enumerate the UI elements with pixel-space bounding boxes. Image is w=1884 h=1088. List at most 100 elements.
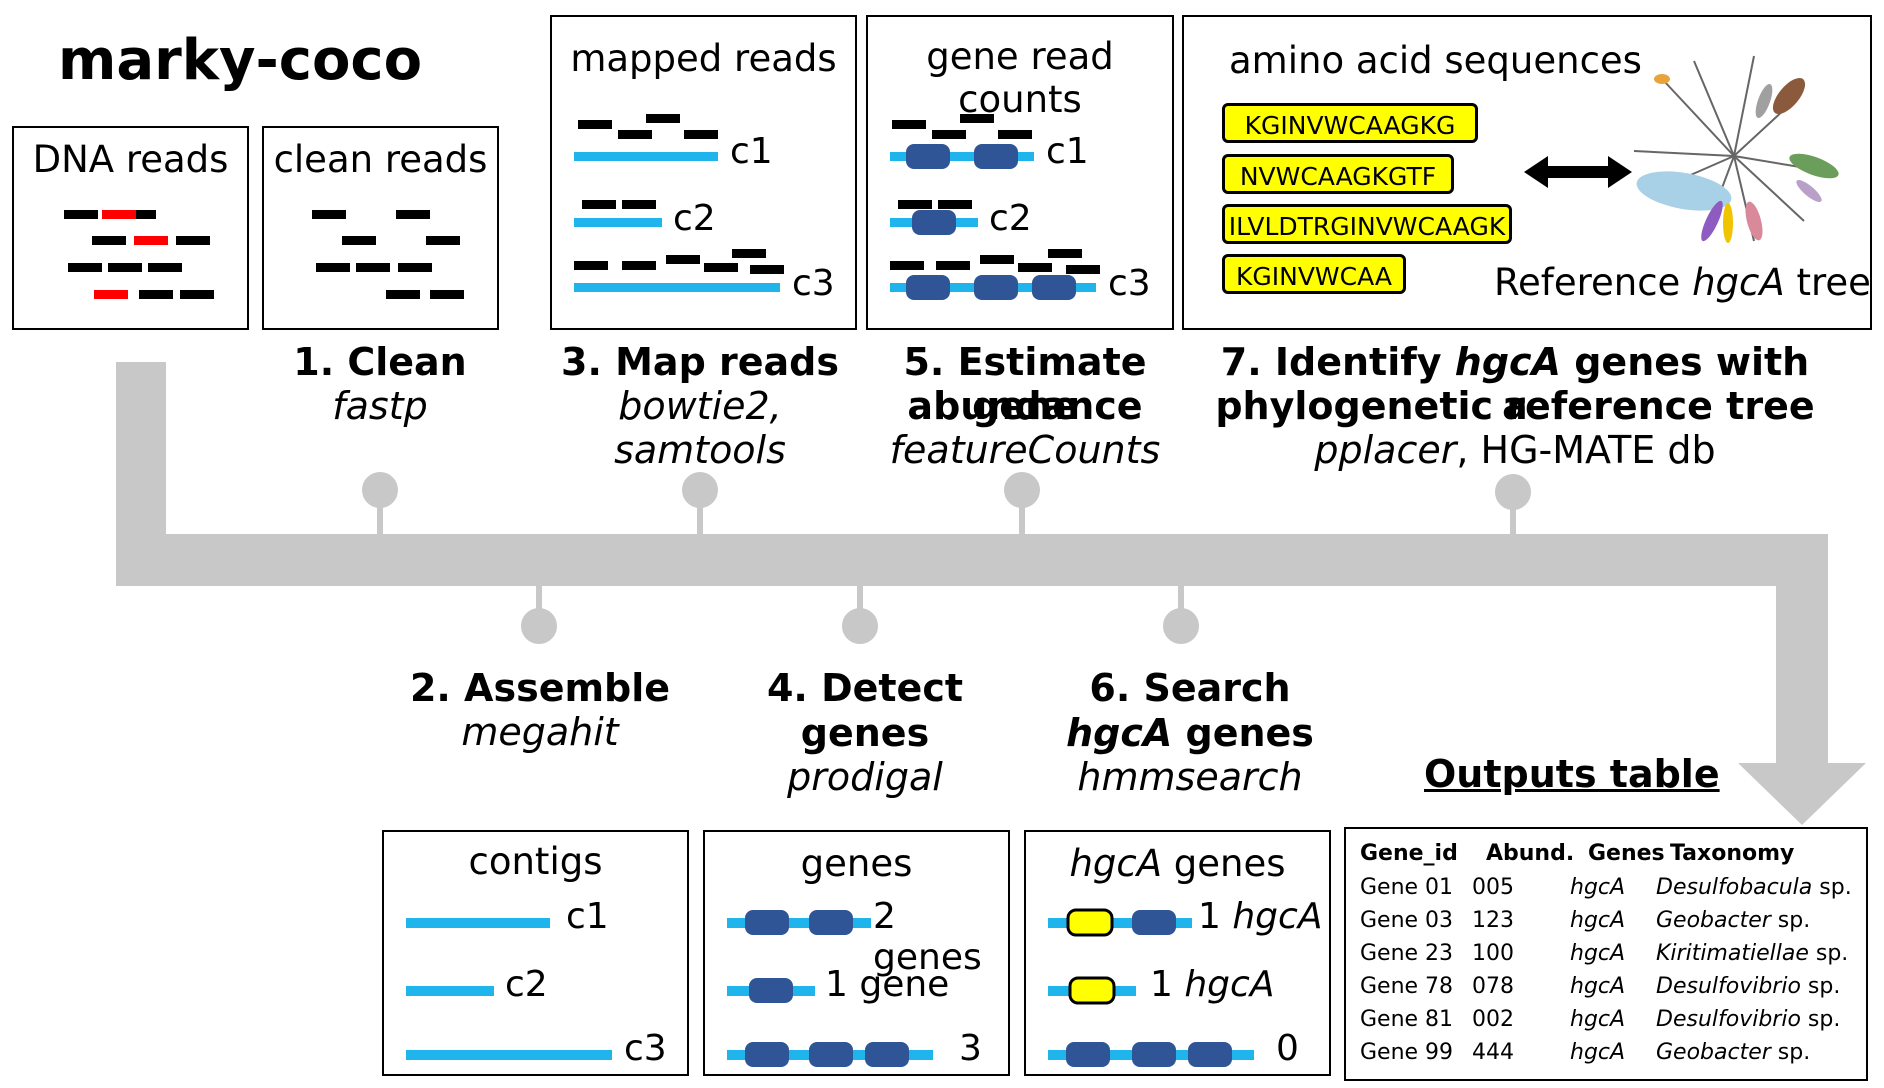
gene — [906, 275, 950, 300]
table-cell-sp: sp. — [1812, 875, 1852, 900]
table-cell-gene-id: Gene 81 — [1360, 1007, 1454, 1032]
col-abund: Abund. — [1486, 841, 1575, 866]
genes-illustration — [727, 910, 933, 1067]
table-cell-sp: sp. — [1770, 1040, 1811, 1065]
contig-c3 — [574, 283, 780, 292]
step2-tool: megahit — [461, 710, 619, 754]
gene — [809, 1042, 853, 1067]
step4-title-line1: 4. Detect — [766, 666, 964, 710]
step4-marker — [842, 608, 878, 644]
genes-count-c1: 2 genes — [873, 896, 982, 978]
step3-title: 3. Map reads — [561, 340, 839, 384]
table-cell-taxon: Kiritimatiellae — [1656, 941, 1809, 966]
table-cell-sp: sp. — [1800, 974, 1841, 999]
col-gene-id: Gene_id — [1360, 841, 1458, 866]
panel-title: DNA reads — [32, 138, 229, 181]
step5-title-line2: abundance — [907, 384, 1143, 428]
table-cell-taxon: Geobacter — [1656, 908, 1771, 933]
contig-c1 — [574, 152, 718, 161]
hgca-count-c3: 0 — [1276, 1028, 1299, 1069]
panel-title: mapped reads — [570, 37, 837, 80]
table-row: Gene 81 002 hgcA Desulfovibrio sp. — [1360, 1003, 1860, 1036]
table-cell-taxonomy: Geobacter sp. — [1656, 1036, 1810, 1069]
step2-marker — [521, 608, 557, 644]
genes-count-c3: 3 — [959, 1028, 982, 1069]
step6-marker — [1163, 608, 1199, 644]
table-header: Gene_id Abund. Genes Taxonomy — [1360, 837, 1860, 870]
step5-title-line1: 5. Estimate gene — [903, 340, 1147, 428]
step6-tool: hmmsearch — [1077, 755, 1303, 799]
step6-title-line2: hgcA genes — [1066, 711, 1314, 755]
step3-marker — [682, 472, 718, 508]
contig-label-c1: c1 — [1046, 131, 1089, 172]
table-cell-genes: hgcA — [1570, 1007, 1626, 1032]
col-taxonomy: Taxonomy — [1670, 841, 1795, 866]
table-cell-taxon: Desulfobacula — [1656, 875, 1813, 900]
pipeline-horizontal — [116, 534, 1828, 586]
sequence-2: NVWCAAGKGTF — [1222, 154, 1454, 194]
table-cell-sp: sp. — [1770, 908, 1811, 933]
phylogenetic-tree-icon — [1633, 55, 1839, 243]
gene — [745, 910, 789, 935]
panel-title: hgcA genes — [1069, 842, 1286, 885]
table-cell-taxonomy: Kiritimatiellae sp. — [1656, 937, 1848, 970]
table-cell-taxon: Geobacter — [1656, 1040, 1771, 1065]
contigs-illustration — [406, 918, 612, 1060]
table-cell-abund: 444 — [1472, 1040, 1514, 1065]
panel-title: clean reads — [273, 138, 488, 181]
table-cell-genes: hgcA — [1570, 875, 1626, 900]
contig-label-c2: c2 — [673, 198, 716, 239]
table-cell-abund: 123 — [1472, 908, 1514, 933]
step1-tool: fastp — [332, 384, 428, 428]
contig-label-c2: c2 — [989, 198, 1032, 239]
step3-tool: bowtie2, samtools — [614, 384, 786, 472]
table-cell-gene-id: Gene 01 — [1360, 875, 1454, 900]
contig-label-c3: c3 — [792, 263, 835, 304]
table-cell-sp: sp. — [1808, 941, 1849, 966]
hgca-count-c2: 1 hgcA — [1150, 964, 1275, 1005]
gene — [749, 978, 793, 1003]
table-cell-abund: 002 — [1472, 1007, 1514, 1032]
gene — [912, 210, 956, 235]
gene — [1132, 910, 1176, 935]
gene — [745, 1042, 789, 1067]
step6-title-line1: 6. Search — [1089, 666, 1291, 710]
step7-tool: pplacer, HG-MATE db — [1314, 428, 1716, 472]
step4-title-line2: genes — [800, 711, 930, 755]
clean-reads-illustration — [312, 210, 464, 299]
table-cell-gene-id: Gene 03 — [1360, 908, 1454, 933]
genes-count-c2: 1 gene — [825, 964, 950, 1005]
step2-title: 2. Assemble — [409, 666, 671, 710]
contig-label-c2: c2 — [505, 964, 548, 1005]
step4-tool: prodigal — [787, 755, 943, 799]
step5-tool: featureCounts — [889, 428, 1161, 472]
gene — [974, 275, 1018, 300]
panel-dna-reads: DNA reads — [12, 126, 249, 330]
sequence-3: ILVLDTRGINVWCAAGK — [1222, 204, 1512, 244]
contig-c2 — [574, 218, 662, 227]
table-cell-sp: sp. — [1800, 1007, 1841, 1032]
contig-label-c1: c1 — [566, 896, 609, 937]
app-title: marky-coco — [58, 28, 423, 93]
step7-title-line2: phylogenetic reference tree — [1215, 384, 1815, 428]
contig-label-c1: c1 — [730, 131, 773, 172]
reference-tree-label: Reference hgcA tree — [1494, 261, 1871, 304]
table-row: Gene 03 123 hgcA Geobacter sp. — [1360, 904, 1860, 937]
table-cell-taxonomy: Desulfovibrio sp. — [1656, 1003, 1840, 1036]
panel-contigs: contigs c1 c2 c3 — [382, 830, 689, 1076]
table-cell-gene-id: Gene 23 — [1360, 941, 1454, 966]
gene — [974, 144, 1018, 169]
table-cell-genes: hgcA — [1570, 908, 1626, 933]
contig-label-c3: c3 — [624, 1028, 667, 1069]
table-cell-taxon: Desulfovibrio — [1656, 974, 1801, 999]
gene — [809, 910, 853, 935]
step7-title-line1: 7. Identify hgcA genes with a — [1220, 340, 1810, 428]
step1-title: 1. Clean — [293, 340, 467, 384]
hgca-gene — [1068, 976, 1116, 1005]
table-cell-abund: 078 — [1472, 974, 1514, 999]
